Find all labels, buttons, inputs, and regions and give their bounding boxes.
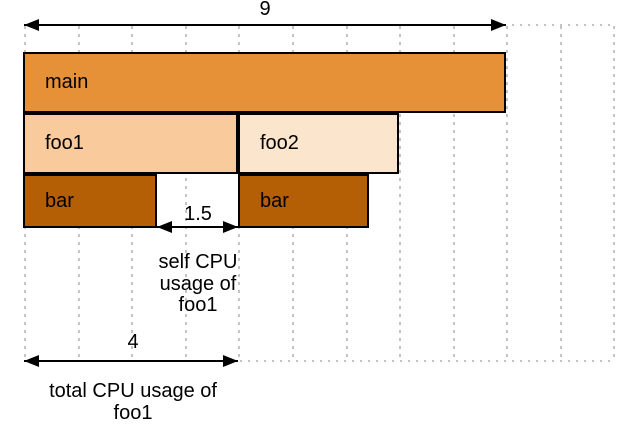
- frame-foo1-label: foo1: [45, 132, 84, 154]
- frame-main: main: [23, 52, 506, 113]
- self-cpu-value-label: 1.5: [184, 203, 212, 225]
- total-width-label: 9: [259, 0, 271, 20]
- grid-line-vertical: [613, 26, 615, 361]
- grid-line-vertical: [185, 26, 187, 361]
- frame-bar-right-label: bar: [260, 189, 289, 212]
- frame-bar-left: bar: [23, 174, 157, 228]
- grid-line-vertical: [560, 26, 562, 361]
- total-cpu-caption: total CPU usage of foo1: [49, 380, 217, 424]
- total-cpu-value-label: 4: [127, 331, 139, 353]
- frame-main-label: main: [45, 71, 89, 93]
- self-cpu-arrow: [157, 221, 238, 233]
- frame-bar-right: bar: [238, 174, 369, 228]
- grid-line-vertical: [506, 26, 508, 361]
- self-cpu-caption: self CPU usage of foo1: [158, 251, 238, 316]
- total-cpu-arrow: [24, 355, 238, 367]
- frame-foo1: foo1: [23, 113, 238, 174]
- grid-line-vertical: [399, 26, 401, 361]
- bottom-dotted-guideline: [24, 360, 614, 362]
- frame-foo2-label: foo2: [260, 132, 299, 154]
- grid-line-vertical: [453, 26, 455, 361]
- frame-foo2: foo2: [238, 113, 399, 174]
- frame-bar-left-label: bar: [45, 189, 74, 212]
- total-width-arrow: [24, 19, 506, 31]
